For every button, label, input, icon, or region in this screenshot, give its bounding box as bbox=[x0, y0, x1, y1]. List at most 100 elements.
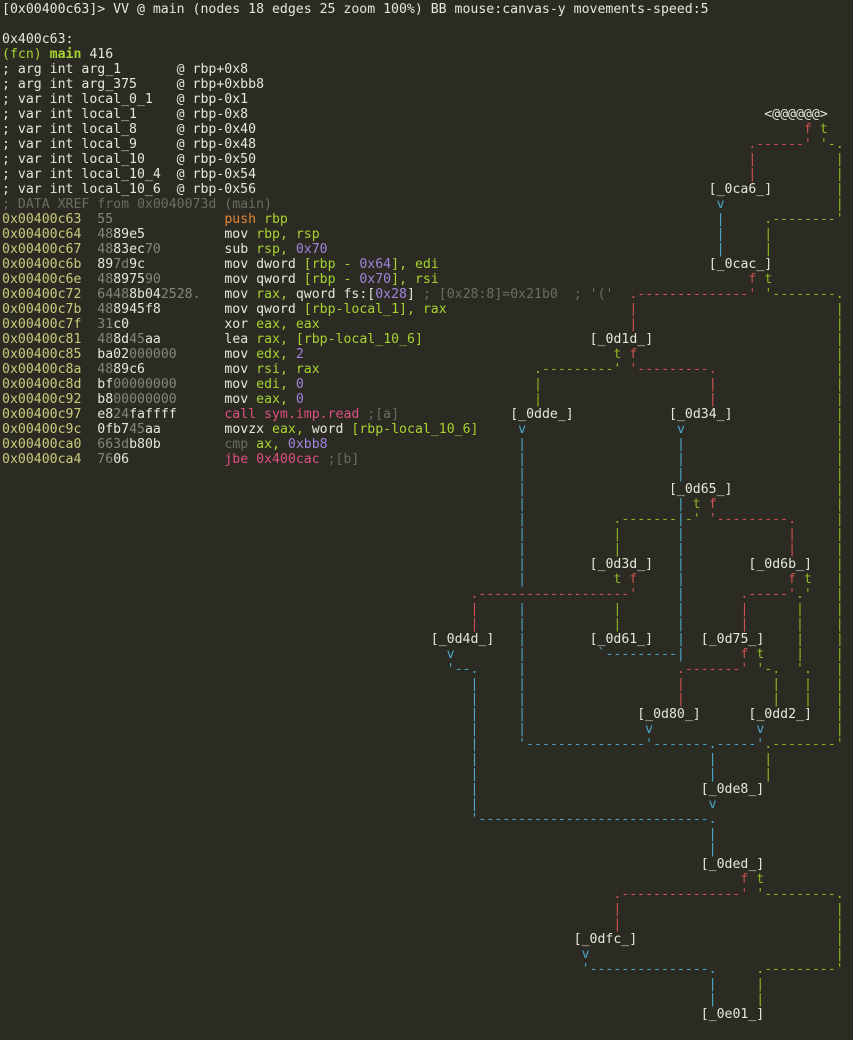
term-line-49: | '---------------'-------.-----'.------… bbox=[2, 737, 843, 752]
spacer bbox=[637, 572, 677, 587]
term-line-54: '-----------------------------. bbox=[2, 812, 716, 827]
spacer bbox=[2, 842, 709, 857]
term-line-65: | | bbox=[2, 977, 765, 992]
spacer bbox=[145, 257, 224, 272]
spacer bbox=[526, 512, 613, 527]
term-line-32: | [_0d65_] | bbox=[2, 482, 844, 497]
spacer bbox=[796, 512, 836, 527]
spacer bbox=[129, 452, 224, 467]
spacer bbox=[256, 182, 709, 197]
spacer bbox=[2, 662, 447, 677]
spacer bbox=[478, 767, 708, 782]
spacer bbox=[637, 317, 836, 332]
spacer bbox=[81, 212, 97, 227]
term-line-13: ; DATA XREF from 0x0040073d (main) v | bbox=[2, 197, 844, 212]
spacer bbox=[526, 542, 613, 557]
spacer bbox=[81, 287, 97, 302]
term-line-15: 0x00400c64 4889e5 mov rbp, rsp | | bbox=[2, 227, 773, 242]
graph-node-0x0de8[interactable]: [_0de8_] bbox=[700, 782, 765, 797]
spacer bbox=[145, 227, 224, 242]
spacer bbox=[812, 122, 820, 137]
spacer bbox=[161, 242, 225, 257]
spacer bbox=[2, 527, 518, 542]
spacer bbox=[455, 647, 519, 662]
spacer bbox=[756, 152, 835, 167]
spacer bbox=[81, 242, 97, 257]
spacer bbox=[621, 542, 677, 557]
spacer bbox=[81, 272, 97, 287]
term-line-57: [_0ded_] bbox=[2, 857, 765, 872]
spacer bbox=[2, 992, 709, 1007]
spacer bbox=[621, 617, 677, 632]
spacer bbox=[796, 542, 836, 557]
spacer bbox=[320, 317, 630, 332]
spacer bbox=[685, 527, 788, 542]
term-line-59: .---------------' '---------. bbox=[2, 887, 843, 902]
graph-node-0x0d3d[interactable]: [_0d3d_] bbox=[589, 557, 654, 572]
graph-node-0x0cac[interactable]: [_0cac_] bbox=[708, 257, 773, 272]
spacer bbox=[81, 452, 97, 467]
term-line-11: ; var int local_10_4 @ rbp-0x54 | | bbox=[2, 167, 844, 182]
spacer bbox=[256, 167, 748, 182]
term-line-55: | bbox=[2, 827, 717, 842]
spacer bbox=[177, 377, 225, 392]
graph-node-0x0d65[interactable]: [_0d65_] bbox=[668, 482, 733, 497]
spacer bbox=[2, 617, 470, 632]
term-line-31: | | | bbox=[2, 467, 844, 482]
spacer bbox=[653, 332, 836, 347]
graph-node-0x0dd2[interactable]: [_0dd2_] bbox=[748, 707, 812, 722]
spacer bbox=[478, 422, 518, 437]
spacer bbox=[2, 587, 470, 602]
spacer bbox=[161, 272, 225, 287]
spacer bbox=[478, 677, 518, 692]
spacer bbox=[621, 902, 835, 917]
spacer bbox=[2, 782, 470, 797]
spacer bbox=[764, 722, 835, 737]
spacer bbox=[701, 497, 709, 512]
spacer bbox=[161, 332, 225, 347]
graph-node-0x0d80[interactable]: [_0d80_] bbox=[637, 707, 701, 722]
term-line-66: | | bbox=[2, 992, 765, 1007]
graph-node-0x0e01[interactable]: [_0e01_] bbox=[700, 1007, 765, 1022]
spacer bbox=[272, 197, 717, 212]
spacer bbox=[81, 407, 97, 422]
graph-node-0x0dde[interactable]: [_0dde_] bbox=[510, 407, 574, 422]
spacer bbox=[478, 782, 700, 797]
graph-node-0x0d1d[interactable]: [_0d1d_] bbox=[589, 332, 654, 347]
spacer bbox=[478, 692, 518, 707]
term-line-44: '--. | .-------' '-. '. | bbox=[2, 662, 844, 677]
spacer bbox=[2, 647, 447, 662]
spacer bbox=[621, 527, 677, 542]
graph-node-0x0dfc[interactable]: [_0dfc_] bbox=[573, 932, 638, 947]
spacer bbox=[2, 812, 470, 827]
graph-node-0x0d75[interactable]: [_0d75_] bbox=[700, 632, 765, 647]
term-line-47: | | [_0d80_] [_0dd2_] | bbox=[2, 707, 843, 722]
spacer bbox=[81, 347, 97, 362]
spacer bbox=[2, 677, 470, 692]
term-line-41: | | | | | | | bbox=[2, 617, 843, 632]
graph-node-0x0d61[interactable]: [_0d61_] bbox=[589, 632, 654, 647]
spacer bbox=[2, 752, 470, 767]
spacer bbox=[685, 617, 741, 632]
spacer bbox=[526, 467, 677, 482]
spacer bbox=[812, 707, 836, 722]
graph-node-current[interactable]: <@@@@@@> bbox=[764, 107, 828, 122]
spacer bbox=[717, 977, 757, 992]
term-line-52: | [_0de8_] bbox=[2, 782, 764, 797]
graph-node-0x0ded[interactable]: [_0ded_] bbox=[700, 857, 765, 872]
graph-node-0x0d6b[interactable]: [_0d6b_] bbox=[748, 557, 812, 572]
spacer bbox=[478, 752, 708, 767]
spacer bbox=[256, 137, 748, 152]
spacer bbox=[81, 422, 97, 437]
term-line-56: | bbox=[2, 842, 717, 857]
graph-node-0x0d4d[interactable]: [_0d4d_] bbox=[430, 632, 495, 647]
graph-node-0x0ca6[interactable]: [_0ca6_] bbox=[708, 182, 773, 197]
spacer bbox=[2, 857, 701, 872]
graph-node-0x0d34[interactable]: [_0d34_] bbox=[669, 407, 733, 422]
spacer bbox=[526, 617, 613, 632]
spacer bbox=[81, 362, 97, 377]
spacer bbox=[177, 347, 225, 362]
term-line-20: 0x00400c7b 488945f8 mov qword [rbp-local… bbox=[2, 302, 844, 317]
spacer bbox=[161, 302, 225, 317]
